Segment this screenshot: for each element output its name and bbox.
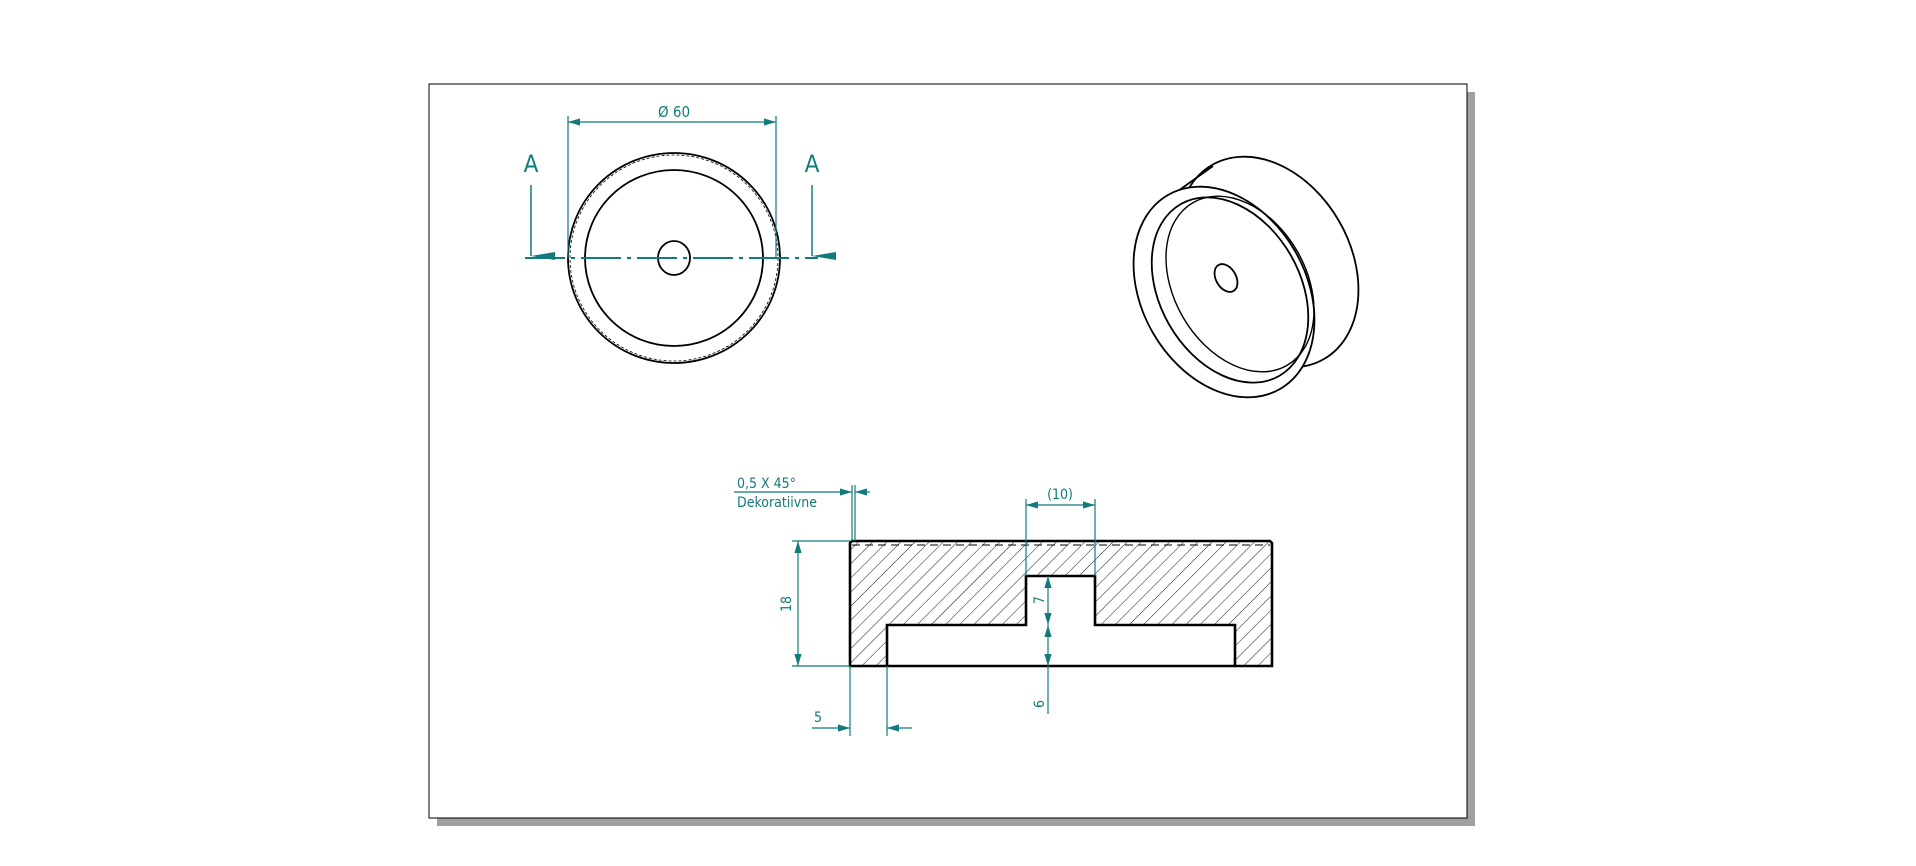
slot-width-label: (10)	[1047, 487, 1073, 503]
hatched-section	[850, 541, 1272, 666]
height-label: 18	[779, 596, 795, 612]
diameter-label: Ø 60	[658, 103, 690, 121]
front-face-outer	[1132, 185, 1316, 399]
iso-hole	[1213, 263, 1239, 293]
slot-depth-label: 7	[1032, 596, 1048, 604]
isometric-view	[1132, 155, 1360, 399]
chamfer-note: Dekoratiivne	[737, 495, 817, 511]
section-outline	[848, 539, 1274, 668]
drawing-sheet	[428, 83, 1468, 819]
front-face-inner	[1150, 196, 1310, 384]
pocket-depth-label: 6	[1032, 700, 1048, 708]
section-label-left: A	[524, 150, 539, 178]
section-view: 18 5 (10) 7 6 0,5 X 45° Dekoratiivne	[734, 476, 1274, 736]
wall-label: 5	[814, 710, 822, 726]
top-view: A A Ø 60	[524, 103, 836, 364]
section-label-right: A	[805, 150, 820, 178]
chamfer-label: 0,5 X 45°	[737, 476, 796, 492]
pocket-bottom	[1165, 195, 1315, 373]
